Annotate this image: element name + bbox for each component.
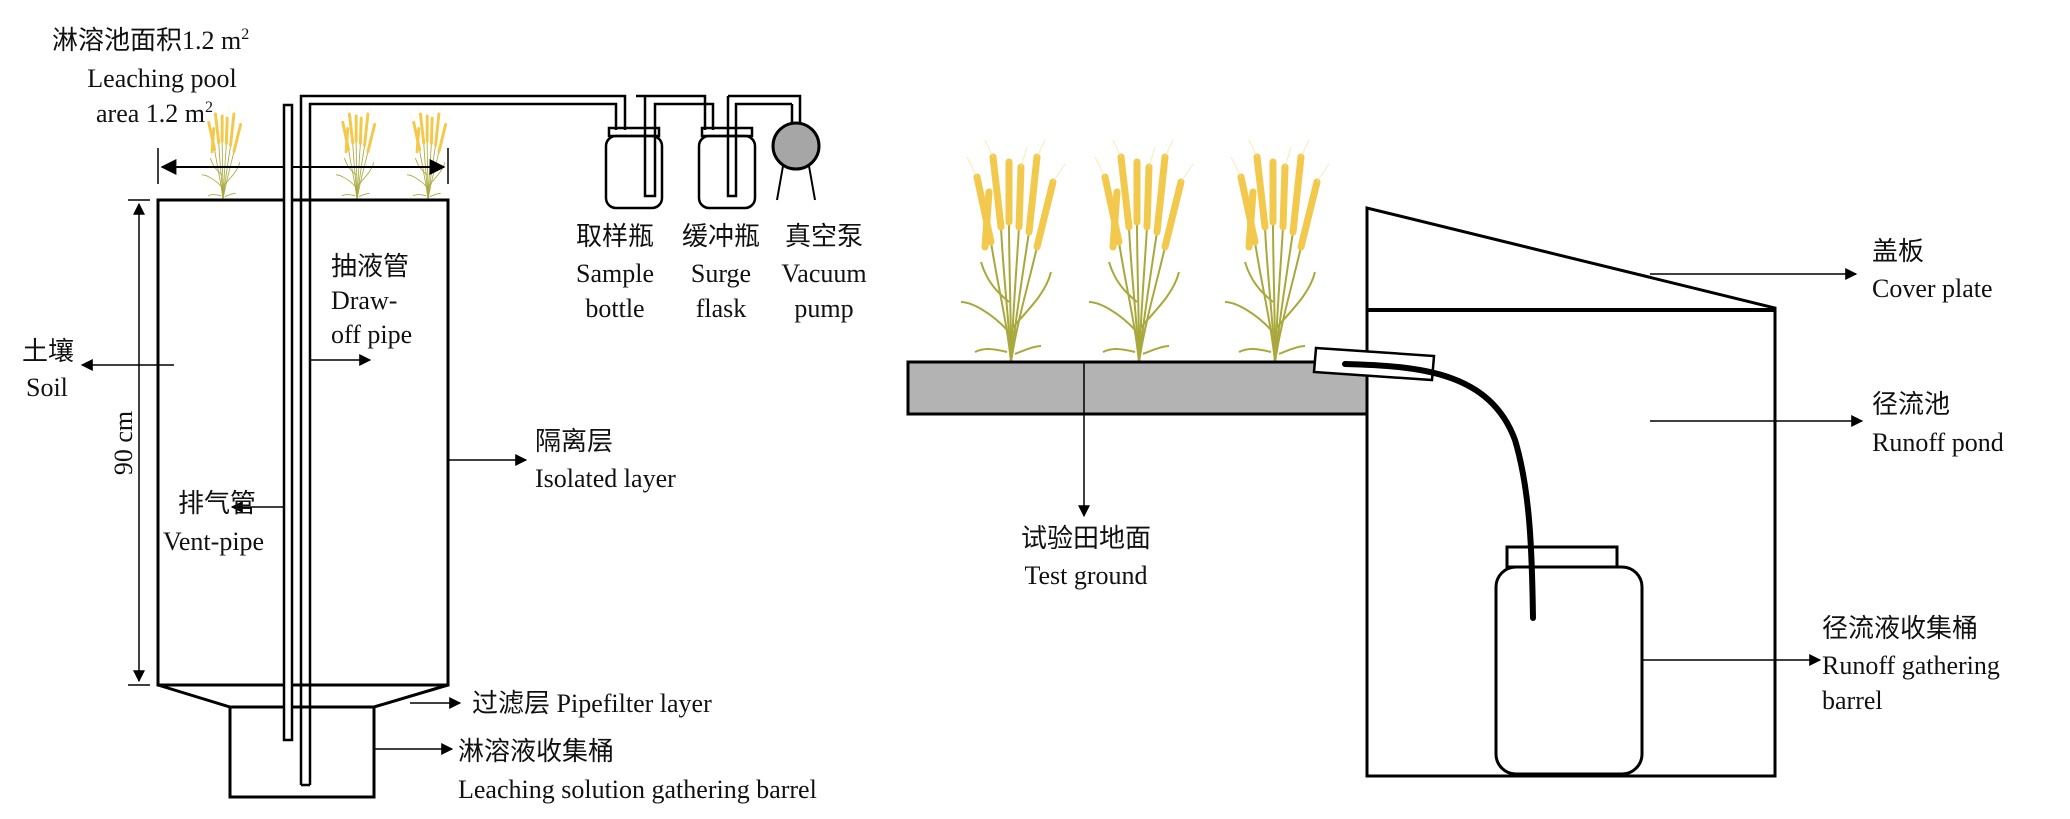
cover-plate-label-cn: 盖板 — [1872, 237, 1924, 266]
vent-pipe-shape — [282, 103, 294, 742]
runoff-pond-box — [1365, 206, 1777, 778]
runoff-pond-panel: 试验田地面 Test ground 盖板 Cover plate 径流池 Run… — [906, 140, 2004, 778]
test-ground-slab — [906, 360, 1369, 416]
sample-bottle-label-cn: 取样瓶 — [576, 222, 654, 251]
soil-label-cn: 土壤 — [22, 337, 74, 366]
soil-label-en: Soil — [26, 373, 68, 402]
leaching-pool-panel: 淋溶池面积1.2 m2 Leaching pool area 1.2 m2 — [22, 26, 867, 804]
sample-bottle-label-en-1: Sample — [576, 259, 654, 288]
runoff-barrel-label-en-1: Runoff gathering — [1822, 651, 2000, 680]
vent-pipe-label-en: Vent-pipe — [163, 527, 264, 556]
area-label-en-2: area 1.2 m2 — [96, 99, 213, 128]
wheat-plant-icon — [405, 105, 453, 202]
draw-off-label-en-2: off pipe — [331, 320, 412, 349]
test-ground-label-cn: 试验田地面 — [1021, 524, 1151, 553]
vacuum-pump-icon — [771, 121, 821, 201]
wheat-plant-icon — [1225, 140, 1329, 362]
runoff-pond-label-cn: 径流池 — [1872, 390, 1950, 419]
vent-pipe-label-cn: 排气管 — [178, 489, 256, 518]
vacuum-pump-label-en-1: Vacuum — [781, 259, 866, 288]
runoff-pond-label-en: Runoff pond — [1872, 428, 2004, 457]
wheat-plant-icon — [1089, 140, 1193, 362]
runoff-barrel-icon — [1494, 545, 1644, 776]
isolated-layer-label-en: Isolated layer — [535, 464, 676, 493]
wheat-plant-icon — [961, 140, 1065, 362]
runoff-barrel-label-en-2: barrel — [1822, 686, 1883, 715]
surge-flask-label-en-1: Surge — [691, 259, 751, 288]
draw-off-label-en-1: Draw- — [331, 286, 397, 315]
leaching-column — [156, 198, 450, 687]
area-label-en-1: Leaching pool — [87, 64, 236, 93]
width-dimension-arrow — [157, 148, 449, 184]
runoff-hose — [1342, 361, 1536, 621]
test-ground-label-en: Test ground — [1024, 561, 1147, 590]
surge-flask-icon — [668, 94, 802, 210]
runoff-barrel-label-cn: 径流液收集桶 — [1822, 614, 1978, 643]
filter-layer-label: 过滤层 Pipefilter layer — [472, 689, 712, 718]
sample-bottle-icon — [604, 94, 668, 210]
surge-flask-label-en-2: flask — [696, 294, 747, 323]
leaching-barrel-label-cn: 淋溶液收集桶 — [458, 737, 614, 766]
vacuum-pump-label-cn: 真空泵 — [785, 222, 863, 251]
leaching-barrel-label-en: Leaching solution gathering barrel — [458, 775, 817, 804]
cover-plate-label-en: Cover plate — [1872, 274, 1993, 303]
surge-flask-label-cn: 缓冲瓶 — [682, 222, 760, 251]
wheat-plant-icon — [334, 105, 382, 202]
depth-label: 90 cm — [109, 411, 138, 475]
depth-dimension-arrow — [128, 199, 150, 686]
sample-bottle-label-en-2: bottle — [585, 294, 644, 323]
draw-off-label-cn: 抽液管 — [331, 252, 409, 281]
vacuum-pump-label-en-2: pump — [794, 294, 853, 323]
wheat-plant-icon — [200, 105, 248, 202]
draw-off-pipe-shape — [299, 94, 627, 787]
isolated-layer-label-cn: 隔离层 — [535, 427, 613, 456]
filter-funnel — [157, 683, 449, 709]
area-label-cn: 淋溶池面积1.2 m2 — [52, 26, 249, 55]
